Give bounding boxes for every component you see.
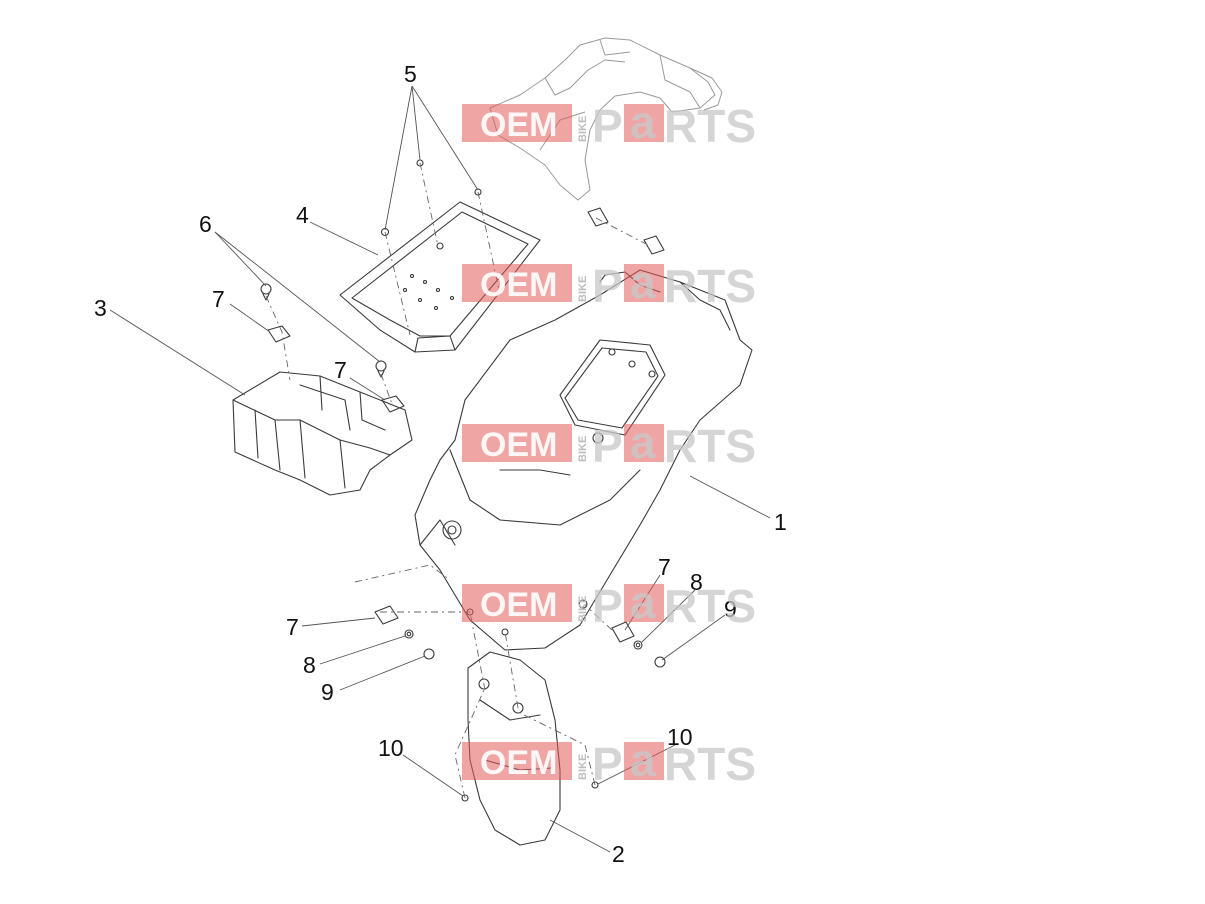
svg-text:OEM: OEM — [480, 266, 557, 304]
svg-text:a: a — [630, 576, 656, 628]
svg-text:a: a — [630, 96, 656, 148]
svg-text:a: a — [630, 416, 656, 468]
part-7-clips-upper — [267, 325, 405, 413]
svg-text:BIKE: BIKE — [577, 116, 589, 142]
fender-clips-top — [587, 207, 665, 255]
callout-10-right: 10 — [667, 724, 693, 750]
svg-text:BIKE: BIKE — [577, 276, 589, 302]
callout-5: 5 — [404, 61, 417, 87]
svg-text:P: P — [592, 100, 623, 152]
callout-2: 2 — [612, 841, 625, 867]
callout-7-lower-left: 7 — [286, 614, 299, 640]
svg-text:BIKE: BIKE — [577, 436, 589, 462]
callout-7-upper-right: 7 — [334, 357, 347, 383]
svg-text:RTS: RTS — [664, 738, 756, 790]
callout-8-left: 8 — [303, 652, 316, 678]
callout-3: 3 — [94, 295, 107, 321]
callout-6: 6 — [199, 211, 212, 237]
svg-text:BIKE: BIKE — [577, 754, 589, 780]
svg-text:P: P — [592, 260, 623, 312]
svg-text:RTS: RTS — [664, 580, 756, 632]
watermark-4: OEM BIKE P a RTS — [462, 576, 756, 632]
assembly-lines — [265, 162, 651, 799]
svg-text:RTS: RTS — [664, 260, 756, 312]
lower-hardware-right — [611, 621, 666, 668]
callout-1: 1 — [774, 509, 787, 535]
svg-text:RTS: RTS — [664, 100, 756, 152]
watermark-3: OEM BIKE P a RTS — [462, 416, 756, 472]
callout-7-lower-right: 7 — [658, 554, 671, 580]
svg-text:a: a — [630, 734, 656, 786]
svg-text:a: a — [630, 256, 656, 308]
part-10-screws — [461, 781, 599, 802]
part-4-tray — [339, 201, 541, 353]
callout-10-left: 10 — [378, 735, 404, 761]
callout-8-right: 8 — [690, 569, 703, 595]
callout-4: 4 — [296, 202, 309, 228]
svg-text:OEM: OEM — [480, 426, 557, 464]
svg-text:OEM: OEM — [480, 586, 557, 624]
callout-9-right: 9 — [724, 596, 737, 622]
watermark-5: OEM BIKE P a RTS — [462, 734, 756, 790]
lower-hardware-left — [374, 605, 435, 660]
svg-text:BIKE: BIKE — [577, 596, 589, 622]
watermark-2: OEM BIKE P a RTS — [462, 256, 756, 312]
svg-text:OEM: OEM — [480, 744, 557, 782]
svg-text:P: P — [592, 738, 623, 790]
svg-text:RTS: RTS — [664, 420, 756, 472]
callout-7-upper-left: 7 — [212, 286, 225, 312]
part-6-bolts — [260, 283, 387, 378]
part-3-battery-box — [232, 371, 413, 496]
callout-9-left: 9 — [321, 679, 334, 705]
watermark-1: OEM BIKE P a RTS — [462, 96, 756, 152]
svg-text:P: P — [592, 420, 623, 472]
svg-text:P: P — [592, 580, 623, 632]
callout-labels: 1 2 3 4 5 6 7 7 7 7 8 8 9 9 10 10 — [94, 61, 787, 867]
svg-text:OEM: OEM — [480, 106, 557, 144]
